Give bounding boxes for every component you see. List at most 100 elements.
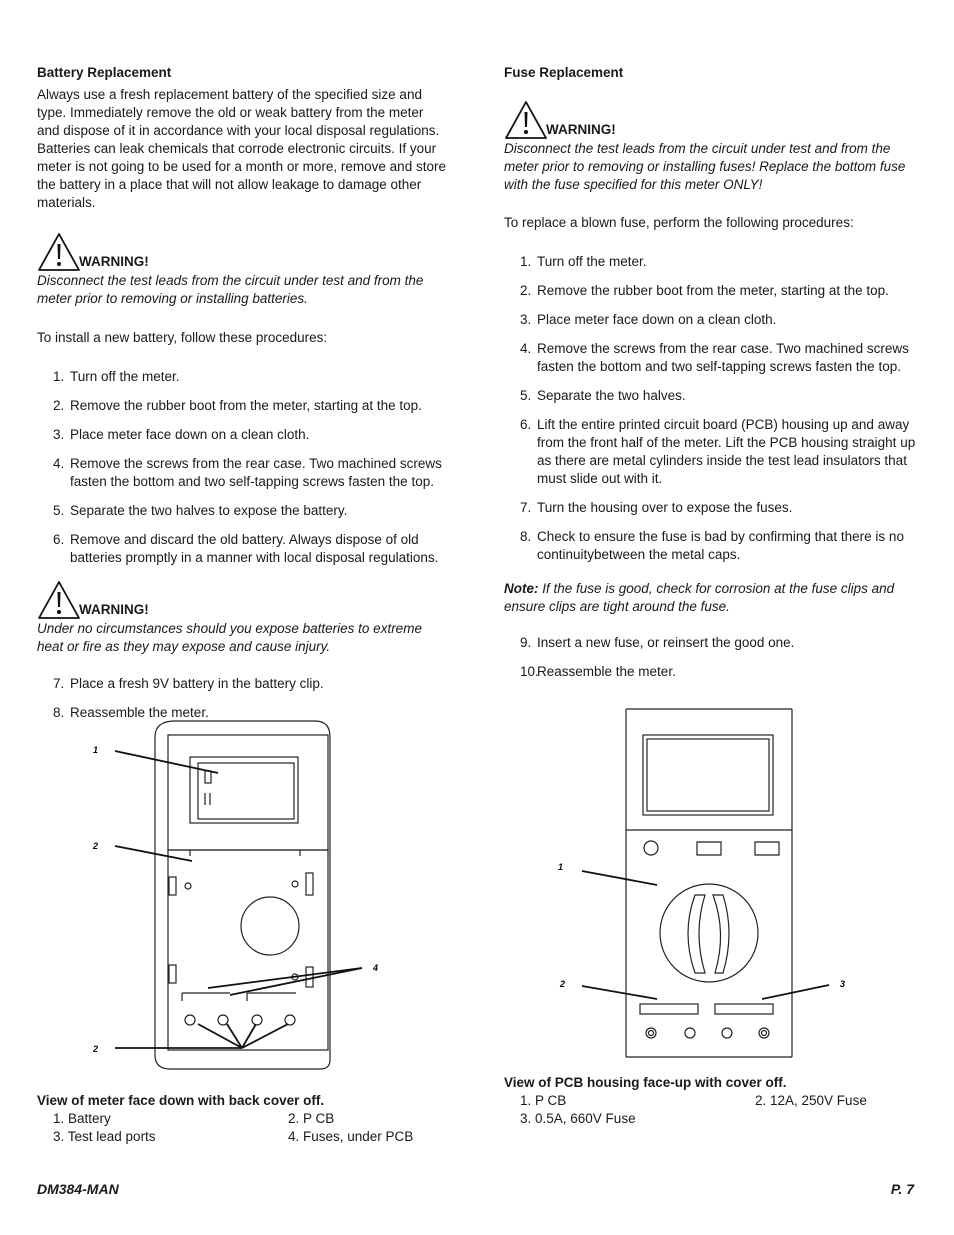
warning-title: WARNING! xyxy=(546,122,616,137)
step-number: 7. xyxy=(520,500,532,515)
fuse-replacement-heading: Fuse Replacement xyxy=(504,65,624,80)
step-number: 9. xyxy=(520,635,532,650)
step-item: 5. Separate the two halves to expose the … xyxy=(37,502,449,520)
step-text: Remove the screws from the rear case. Tw… xyxy=(537,341,909,374)
step-item: 10.Reassemble the meter. xyxy=(504,663,916,681)
fuse-note: Note: If the fuse is good, check for cor… xyxy=(504,580,916,616)
step-text: Reassemble the meter. xyxy=(537,664,676,679)
step-item: 2.Remove the rubber boot from the meter,… xyxy=(504,282,916,300)
caption-item: 4. Fuses, under PCB xyxy=(288,1129,414,1144)
step-text: Turn off the meter. xyxy=(70,369,180,384)
warning-text: Under no circumstances should you expose… xyxy=(37,621,422,654)
step-item: 6. Lift the entire printed circuit board … xyxy=(504,416,916,488)
step-number: 2. xyxy=(53,398,65,413)
callout-3: 3 xyxy=(840,979,845,989)
callout-1: 1 xyxy=(93,745,98,755)
step-number: 4. xyxy=(520,341,532,356)
step-item: 3. Place meter face down on a clean cloth… xyxy=(504,311,916,329)
step-number: 1. xyxy=(520,254,532,269)
fuse-steps-list-2: 9. Insert a new fuse, or reinsert the goo… xyxy=(504,634,916,681)
step-item: 7. Place a fresh 9V battery in the batter… xyxy=(37,675,449,693)
battery-intro-text: Always use a fresh replacement battery o… xyxy=(37,87,446,210)
caption-item: 1. P CB xyxy=(520,1093,567,1108)
step-item: 8. Reassemble the meter. xyxy=(37,704,449,722)
step-number: 3. xyxy=(520,312,532,327)
caption-item: 3. 0.5A, 660V Fuse xyxy=(520,1111,636,1126)
step-text: Remove the screws from the rear case. Tw… xyxy=(70,456,442,489)
callout-2-bottom: 2 xyxy=(92,1044,98,1054)
step-number: 6. xyxy=(520,417,532,432)
step-number: 4. xyxy=(53,456,65,471)
caption-title: View of PCB housing face-up with cover o… xyxy=(504,1075,787,1090)
left-column: Battery Replacement Always use a fresh r… xyxy=(37,64,449,733)
step-number: 1. xyxy=(53,369,65,384)
footer-page-number: P. 7 xyxy=(890,1181,914,1197)
footer-doc-id: DM384-MAN xyxy=(37,1181,119,1197)
warning-text: Disconnect the test leads from the circu… xyxy=(504,141,906,192)
step-text: Separate the two halves. xyxy=(537,388,686,403)
right-column: Fuse Replacement WARNING! Disconnect the… xyxy=(504,64,916,692)
step-number: 10. xyxy=(520,664,539,679)
step-text: Turn off the meter. xyxy=(537,254,647,269)
caption-item: 2. 12A, 250V Fuse xyxy=(755,1093,867,1108)
step-text: Lift the entire printed circuit board (P… xyxy=(537,417,916,486)
note-text: If the fuse is good, check for corrosion… xyxy=(504,581,895,614)
caption-item: 3. Test lead ports xyxy=(53,1129,156,1144)
install-intro-text: To install a new battery, follow these p… xyxy=(37,330,328,345)
fuse-steps-list: 1. Turn off the meter. 2.Remove the rubber… xyxy=(504,253,916,564)
fuse-warning-block: WARNING! Disconnect the test leads from … xyxy=(504,100,916,194)
fuse-intro-text: To replace a blown fuse, perform the fol… xyxy=(504,215,854,230)
step-text: Insert a new fuse, or reinsert the good … xyxy=(537,635,795,650)
step-text: Place meter face down on a clean cloth. xyxy=(70,427,310,442)
step-item: 4. Remove the screws from the rear case. … xyxy=(504,340,916,376)
battery-replacement-heading: Battery Replacement xyxy=(37,65,172,80)
step-item: 6. Remove and discard the old battery. Al… xyxy=(37,531,449,567)
warning-title: WARNING! xyxy=(79,254,149,269)
step-text: Remove and discard the old battery. Alwa… xyxy=(70,532,439,565)
step-text: Turn the housing over to expose the fuse… xyxy=(537,500,793,515)
caption-title: View of meter face down with back cover … xyxy=(37,1093,325,1108)
callout-2: 2 xyxy=(92,841,98,851)
step-number: 7. xyxy=(53,676,65,691)
step-number: 5. xyxy=(53,503,65,518)
meter-back-diagram: 1 2 4 2 xyxy=(92,720,378,1070)
callout-2: 2 xyxy=(559,979,565,989)
step-item: 5. Separate the two halves. xyxy=(504,387,916,405)
warning-text: Disconnect the test leads from the circu… xyxy=(37,273,424,306)
step-item: 7. Turn the housing over to expose the fu… xyxy=(504,499,916,517)
step-number: 8. xyxy=(520,529,532,544)
step-number: 6. xyxy=(53,532,65,547)
step-number: 3. xyxy=(53,427,65,442)
warning-block-2: WARNING! Under no circumstances should y… xyxy=(37,580,449,656)
step-text: Remove the rubber boot from the meter, s… xyxy=(537,283,889,298)
step-item: 8. Check to ensure the fuse is bad by con… xyxy=(504,528,916,564)
step-item: 1. Turn off the meter. xyxy=(504,253,916,271)
step-item: 2. Remove the rubber boot from the meter,… xyxy=(37,397,449,415)
warning-triangle-icon xyxy=(505,101,547,139)
callout-4: 4 xyxy=(372,963,378,973)
step-text: Place a fresh 9V battery in the battery … xyxy=(70,676,324,691)
step-text: Separate the two halves to expose the ba… xyxy=(70,503,348,518)
pcb-housing-diagram: 1 2 3 xyxy=(558,708,845,1058)
warning-block-1: WARNING! Disconnect the test leads from … xyxy=(37,232,449,308)
step-item: 9. Insert a new fuse, or reinsert the goo… xyxy=(504,634,916,652)
step-text: Check to ensure the fuse is bad by confi… xyxy=(537,529,904,562)
step-text: Remove the rubber boot from the meter, s… xyxy=(70,398,422,413)
callout-1: 1 xyxy=(558,862,563,872)
battery-steps-list: 1. Turn off the meter. 2. Remove the rubber… xyxy=(37,368,449,567)
battery-steps-list-2: 7. Place a fresh 9V battery in the batter… xyxy=(37,675,449,722)
note-label: Note: xyxy=(504,581,539,596)
step-number: 8. xyxy=(53,705,65,720)
caption-item: 1. Battery xyxy=(53,1111,111,1126)
step-number: 5. xyxy=(520,388,532,403)
left-figure-caption: View of meter face down with back cover … xyxy=(37,1092,457,1146)
warning-triangle-icon xyxy=(38,581,80,619)
warning-title: WARNING! xyxy=(79,602,149,617)
right-figure-caption: View of PCB housing face-up with cover o… xyxy=(504,1074,924,1128)
step-item: 1. Turn off the meter. xyxy=(37,368,449,386)
step-text: Place meter face down on a clean cloth. xyxy=(537,312,777,327)
caption-item: 2. P CB xyxy=(288,1111,335,1126)
step-text: Reassemble the meter. xyxy=(70,705,209,720)
step-item: 3. Place meter face down on a clean cloth… xyxy=(37,426,449,444)
step-item: 4. Remove the screws from the rear case. … xyxy=(37,455,449,491)
